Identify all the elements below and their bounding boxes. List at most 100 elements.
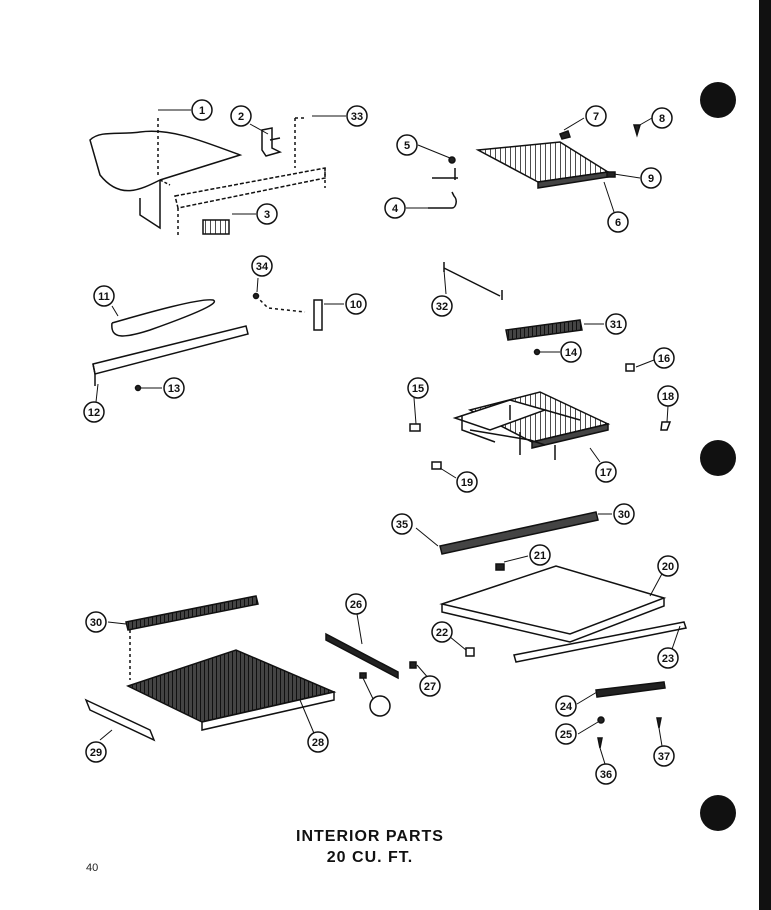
svg-text:33: 33 — [351, 111, 363, 123]
callout-18: 18 — [657, 385, 679, 407]
callout-2: 2 — [230, 105, 252, 127]
pin-part — [432, 168, 458, 180]
callout-1: 1 — [191, 99, 213, 121]
callout-29: 29 — [85, 741, 107, 763]
shelf-bracket-26 — [325, 632, 399, 680]
svg-text:29: 29 — [90, 747, 102, 759]
callout-8: 8 — [651, 107, 673, 129]
page-number: 40 — [86, 862, 99, 874]
clip-22 — [465, 647, 475, 657]
svg-text:10: 10 — [350, 299, 362, 311]
bracket-part — [261, 127, 283, 157]
svg-text:17: 17 — [600, 467, 612, 479]
clip-9 — [606, 171, 616, 178]
glass-shelf — [439, 565, 667, 643]
callout-23: 23 — [657, 647, 679, 669]
callout-38 — [369, 695, 391, 717]
svg-text:30: 30 — [90, 617, 102, 629]
callout-12: 12 — [83, 401, 105, 423]
svg-text:28: 28 — [312, 737, 324, 749]
callout-22: 22 — [431, 621, 453, 643]
svg-text:11: 11 — [98, 291, 110, 303]
callout-15: 15 — [407, 377, 429, 399]
screw-37 — [656, 717, 662, 729]
screw-38 — [359, 672, 367, 679]
shelf-bracket-29 — [84, 698, 156, 742]
clip-19 — [431, 461, 442, 470]
callout-24: 24 — [555, 695, 577, 717]
screw-36 — [597, 737, 603, 749]
svg-text:3: 3 — [264, 209, 270, 221]
callout-30-left: 30 — [85, 611, 107, 633]
svg-text:18: 18 — [662, 391, 674, 403]
scan-edge — [759, 0, 771, 910]
clip-16 — [625, 363, 635, 372]
clip-18 — [660, 421, 672, 431]
svg-text:8: 8 — [659, 113, 665, 125]
cabinet-corner — [89, 118, 243, 230]
screw-34 — [252, 292, 260, 300]
svg-text:2: 2 — [238, 111, 244, 123]
callout-33: 33 — [346, 105, 368, 127]
callout-4: 4 — [384, 197, 406, 219]
callout-25: 25 — [555, 723, 577, 745]
binder-hole-bottom — [700, 795, 736, 831]
callout-21: 21 — [529, 544, 551, 566]
vent-grille — [202, 219, 230, 235]
rail-31 — [505, 319, 583, 341]
top-shelf — [475, 141, 611, 189]
callout-34: 34 — [251, 255, 273, 277]
callout-26: 26 — [345, 593, 367, 615]
svg-text:21: 21 — [534, 550, 546, 562]
callout-31: 31 — [605, 313, 627, 335]
svg-text:23: 23 — [662, 653, 674, 665]
svg-text:12: 12 — [88, 407, 100, 419]
svg-text:13: 13 — [168, 383, 180, 395]
svg-text:34: 34 — [256, 261, 269, 273]
svg-text:15: 15 — [412, 383, 424, 395]
svg-text:32: 32 — [436, 301, 448, 313]
screw-13 — [134, 384, 142, 392]
shelf-trim — [513, 621, 687, 663]
svg-text:35: 35 — [396, 519, 408, 531]
svg-text:30: 30 — [618, 509, 630, 521]
callout-7: 7 — [585, 105, 607, 127]
cantilever-shelf — [452, 391, 611, 460]
support-rod — [443, 262, 503, 300]
screw-27 — [409, 661, 417, 669]
diagram-subtitle: 20 CU. FT. — [326, 849, 414, 866]
clip-15 — [409, 423, 421, 432]
callout-9: 9 — [640, 167, 662, 189]
svg-text:31: 31 — [610, 319, 622, 331]
callout-10: 10 — [345, 293, 367, 315]
callout-6: 6 — [607, 211, 629, 233]
screw-5 — [448, 156, 456, 164]
shelf-rail — [92, 325, 249, 386]
callout-14: 14 — [560, 341, 582, 363]
svg-text:22: 22 — [436, 627, 448, 639]
binder-hole-middle — [700, 440, 736, 476]
diagram-title: INTERIOR PARTS — [296, 828, 444, 845]
gasket-strip — [111, 299, 215, 337]
callout-13: 13 — [163, 377, 185, 399]
callout-27: 27 — [419, 675, 441, 697]
wire-shelf — [126, 649, 337, 731]
screw-14 — [533, 348, 541, 356]
callout-35: 35 — [391, 513, 413, 535]
callout-37: 37 — [653, 745, 675, 767]
callout-11: 11 — [93, 285, 115, 307]
rail-30-right — [439, 511, 599, 555]
svg-text:7: 7 — [593, 111, 599, 123]
clip-21 — [495, 563, 505, 571]
mullion-bar — [174, 117, 326, 238]
svg-text:6: 6 — [615, 217, 621, 229]
callout-16: 16 — [653, 347, 675, 369]
svg-text:36: 36 — [600, 769, 612, 781]
screw-8 — [632, 124, 642, 138]
callout-36: 36 — [595, 763, 617, 785]
screw-25 — [597, 716, 605, 724]
svg-text:25: 25 — [560, 729, 572, 741]
callouts: 1 2 33 3 5 4 7 8 9 6 11 34 10 12 13 32 3… — [83, 99, 679, 785]
svg-text:1: 1 — [199, 105, 205, 117]
